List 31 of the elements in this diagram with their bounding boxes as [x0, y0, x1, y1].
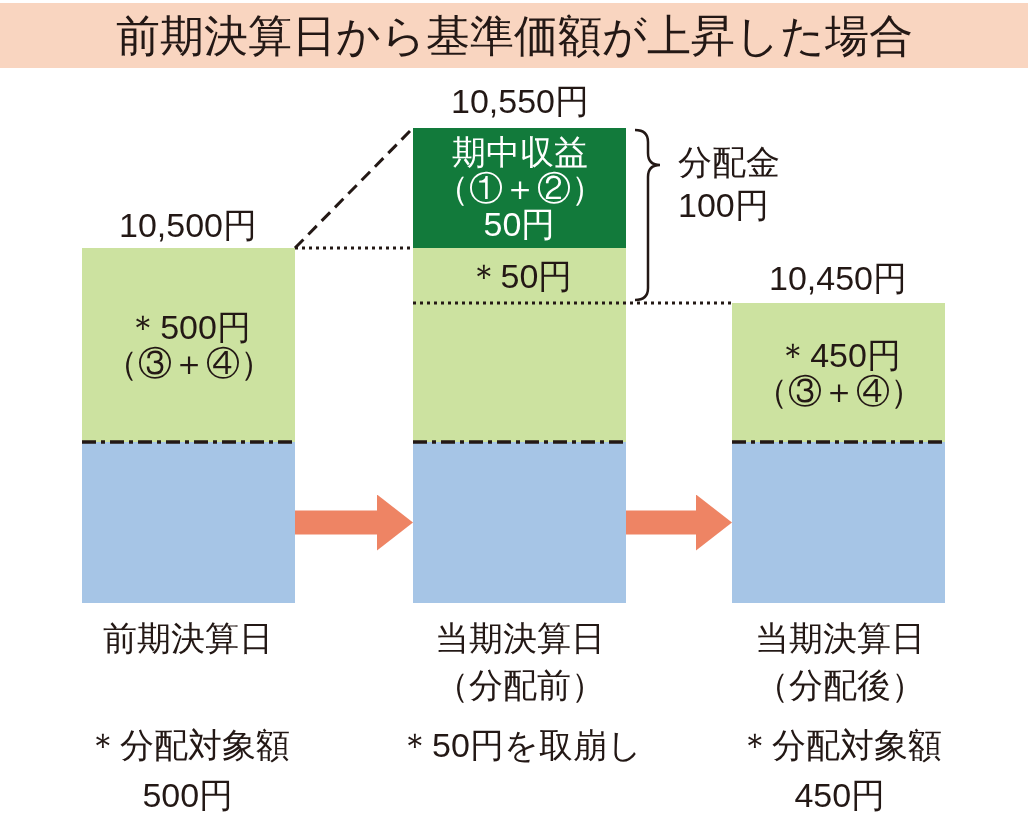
date-caption: 前期決算日: [102, 618, 275, 659]
arrow: [626, 494, 732, 551]
bar-segment: [82, 248, 295, 442]
bar-segment: [413, 442, 626, 603]
bar-segment: [82, 442, 295, 603]
segment-label: 50円: [483, 206, 556, 242]
segment-label: 期中収益: [451, 134, 588, 170]
note-text: ＊分配対象額450円: [736, 725, 943, 816]
segment-label: （①＋②）: [434, 170, 605, 206]
dotted-line: [413, 301, 732, 305]
brace-label: 分配金100円: [678, 141, 781, 226]
date-caption: 当期決算日（分配後）: [754, 617, 927, 706]
total-value-label: 10,550円: [451, 81, 589, 121]
segment-label: ＊500円: [126, 309, 251, 345]
dotted-line: [295, 246, 413, 250]
note-text: ＊分配対象額500円: [84, 725, 291, 816]
arrow: [295, 494, 413, 551]
segment-label: （③＋④）: [753, 372, 924, 409]
total-value-label: 10,500円: [119, 205, 257, 245]
segment-label: （③＋④）: [103, 345, 274, 381]
bar-segment: [413, 303, 626, 442]
total-value-label: 10,450円: [769, 258, 907, 298]
title-banner: 前期決算日から基準価額が上昇した場合: [0, 3, 1028, 68]
bar-segment: [732, 303, 945, 442]
segment-label: ＊50円: [466, 257, 573, 294]
note-text: ＊50円を取崩し: [398, 725, 642, 766]
bar-segment: [413, 248, 626, 303]
date-caption: 当期決算日（分配前）: [434, 617, 607, 706]
bar-segment: [732, 442, 945, 603]
segment-label: ＊450円: [776, 336, 901, 373]
bar-segment: [413, 128, 626, 248]
